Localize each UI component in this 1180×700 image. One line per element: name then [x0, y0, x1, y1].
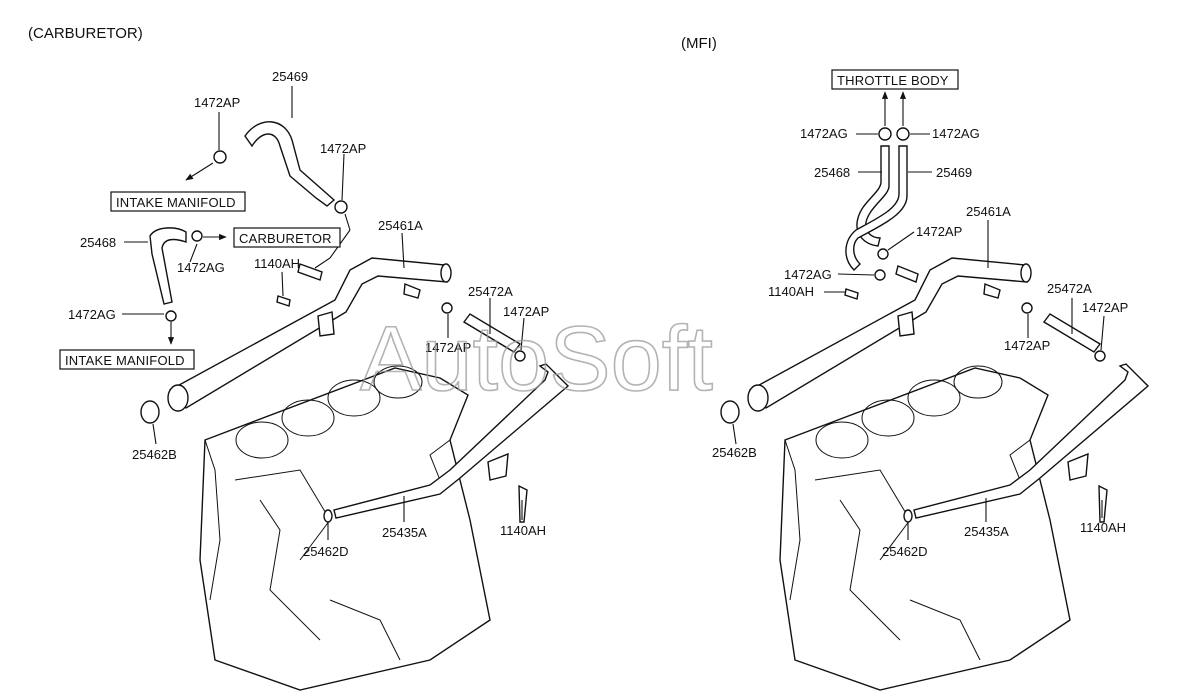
clamp-1472AG-right-c: [874, 269, 886, 281]
clamp-1472AG-right-b: [896, 127, 910, 141]
label-25461A-left: 25461A: [378, 218, 423, 233]
label-1472AG-right-b: 1472AG: [932, 126, 980, 141]
leaders-right: [732, 91, 1105, 540]
hose-25468-right: [856, 145, 890, 247]
box-carburetor: CARBURETOR: [233, 227, 341, 248]
label-25462B-right: 25462B: [712, 445, 757, 460]
label-1140AH-left-a: 1140AH: [254, 256, 300, 271]
bolt-1140AH-left-a: [276, 295, 291, 307]
label-25461A-right: 25461A: [966, 204, 1011, 219]
label-25435A-left: 25435A: [382, 525, 427, 540]
box-throttle-body: THROTTLE BODY: [831, 69, 959, 90]
o-ring-25462B-left: [140, 400, 160, 424]
bolt-1140AH-right-a: [844, 288, 859, 300]
label-1472AP-right-a: 1472AP: [916, 224, 962, 239]
label-25472A-left: 25472A: [468, 284, 513, 299]
label-25462D-left: 25462D: [303, 544, 349, 559]
label-1140AH-left-b: 1140AH: [500, 523, 546, 538]
label-1140AH-right-b: 1140AH: [1080, 520, 1126, 535]
label-1472AP-left-a: 1472AP: [194, 95, 240, 110]
watermark: AutoSoft: [360, 308, 713, 410]
o-ring-25462D-left: [323, 509, 333, 523]
water-pipe-25461A-left: [167, 257, 452, 412]
clamp-1472AP-right-a: [877, 248, 889, 260]
clamp-1472AG-left-a: [191, 230, 203, 242]
label-25435A-right: 25435A: [964, 524, 1009, 539]
mfi-section: (MFI): [681, 35, 1150, 691]
label-25469-left: 25469: [272, 69, 308, 84]
hose-25472A-left: [462, 313, 522, 353]
hose-25469-right: [845, 145, 908, 271]
clamp-1472AP-left-b: [334, 200, 348, 214]
carburetor-section: (CARBURETOR): [28, 25, 570, 691]
leaders-left: [122, 86, 525, 540]
box-intake-manifold-top: INTAKE MANIFOLD: [110, 191, 246, 212]
label-1472AG-right-a: 1472AG: [800, 126, 848, 141]
label-1472AP-right-c: 1472AP: [1004, 338, 1050, 353]
label-25468-left: 25468: [80, 235, 116, 250]
clamp-1472AP-right-b: [1021, 302, 1033, 314]
o-ring-25462B-right: [720, 400, 740, 424]
label-1472AP-left-c: 1472AP: [503, 304, 549, 319]
carburetor-section-title: (CARBURETOR): [28, 25, 143, 42]
bolt-1140AH-right-b: [1098, 484, 1108, 523]
clamp-1472AP-right-c: [1094, 350, 1106, 362]
bypass-pipe-25435A-right: [913, 363, 1150, 519]
engine-block-left: [199, 365, 491, 691]
svg-text:THROTTLE BODY: THROTTLE BODY: [837, 73, 949, 88]
hose-25469-left: [244, 121, 336, 207]
clamp-1472AP-left-c: [441, 302, 453, 314]
label-1472AG-left-b: 1472AG: [68, 307, 116, 322]
svg-text:INTAKE MANIFOLD: INTAKE MANIFOLD: [116, 195, 236, 210]
clamp-1472AG-right-a: [878, 127, 892, 141]
bolt-1140AH-left-b: [518, 484, 528, 523]
label-25462B-left: 25462B: [132, 447, 177, 462]
label-25462D-right: 25462D: [882, 544, 928, 559]
clamp-1472AG-left-b: [165, 310, 177, 322]
engine-block-right: [779, 365, 1071, 691]
label-1140AH-right-a: 1140AH: [768, 284, 814, 299]
water-pipe-25461A-right: [747, 257, 1032, 412]
label-25469-right: 25469: [936, 165, 972, 180]
svg-text:CARBURETOR: CARBURETOR: [239, 231, 332, 246]
svg-text:INTAKE MANIFOLD: INTAKE MANIFOLD: [65, 353, 185, 368]
clamp-1472AP-left-d: [514, 350, 526, 362]
label-1472AP-left-b: 1472AP: [320, 141, 366, 156]
label-25472A-right: 25472A: [1047, 281, 1092, 296]
label-25468-right: 25468: [814, 165, 850, 180]
label-1472AG-left-a: 1472AG: [177, 260, 225, 275]
label-1472AG-right-c: 1472AG: [784, 267, 832, 282]
clamp-1472AP-left-a: [213, 150, 227, 164]
box-intake-manifold-bottom: INTAKE MANIFOLD: [59, 349, 195, 370]
bypass-pipe-25435A-left: [333, 363, 570, 519]
hose-25468-left: [149, 227, 187, 305]
o-ring-25462D-right: [903, 509, 913, 523]
mfi-section-title: (MFI): [681, 35, 717, 52]
label-1472AP-left-d: 1472AP: [425, 340, 471, 355]
label-1472AP-right-b: 1472AP: [1082, 300, 1128, 315]
